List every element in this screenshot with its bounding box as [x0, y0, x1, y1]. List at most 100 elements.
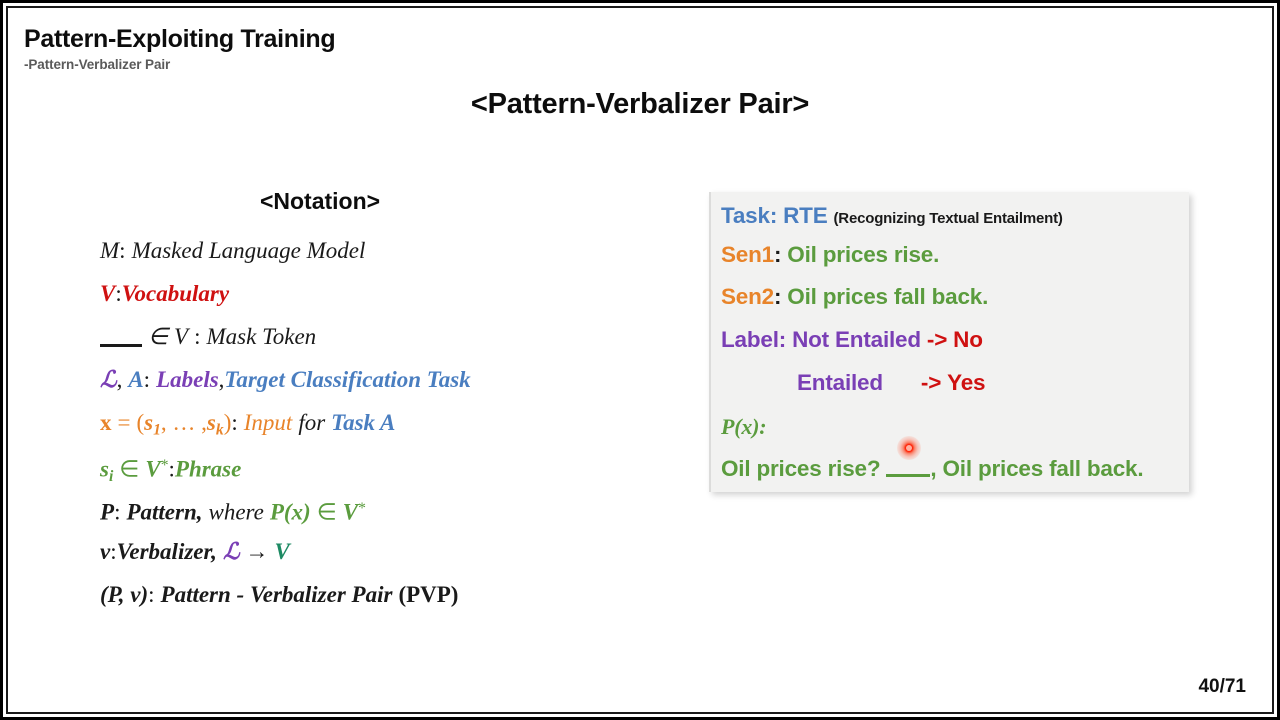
page-number: 40/71: [1198, 676, 1246, 697]
token-colon: :: [143, 367, 151, 392]
token-colon: :: [119, 238, 126, 263]
laser-pointer-core: [906, 445, 912, 451]
label-yes: Yes: [947, 370, 986, 395]
example-sen2-line: Sen2:Oil prices fall back.: [721, 284, 988, 310]
token-P: P: [100, 499, 115, 525]
token-in: ∈: [148, 324, 169, 349]
sen1-colon: :: [773, 242, 782, 267]
notation-heading: <Notation>: [259, 188, 381, 214]
task-expansion: (Recognizing Textual Entailment): [833, 210, 1063, 227]
notation-line-phrase: si ∈V*:Phrase: [100, 444, 660, 487]
token-P-of-x: P(x): [269, 499, 311, 525]
rte-example-box: Task:RTE (Recognizing Textual Entailment)…: [709, 192, 1189, 492]
notation-line-labels-task: ℒ,A:Labels,Target Classification Task: [100, 358, 660, 401]
pattern-mask-blank: [886, 456, 931, 478]
token-s: s: [206, 410, 216, 435]
token-pvp-abbrev: (PVP): [398, 582, 459, 607]
token-colon: :: [148, 582, 155, 607]
notation-list: M:Masked Language Model V:Vocabulary ∈V:…: [100, 229, 660, 616]
token-L: ℒ: [100, 367, 117, 392]
sen2-label: Sen2: [721, 284, 774, 309]
token-s: s: [144, 410, 154, 435]
sen2-text: Oil prices fall back.: [787, 284, 989, 309]
token-L: ℒ: [222, 539, 240, 564]
token-V: V: [174, 324, 189, 349]
notation-line-verbalizer: v:Verbalizer,ℒ→V: [100, 530, 660, 573]
token-s: s: [100, 456, 109, 482]
label-prefix: Label:: [721, 327, 787, 352]
token-in: ∈: [119, 456, 140, 482]
label-not-entailed: Not Entailed: [792, 327, 921, 352]
sen2-colon: :: [773, 284, 782, 309]
header-subtitle: -Pattern-Verbalizer Pair: [24, 57, 171, 72]
token-star: *: [160, 457, 169, 474]
token-V-red: V: [100, 281, 116, 306]
example-sen1-line: Sen1:Oil prices rise.: [721, 242, 939, 268]
notation-line-mask-token: ∈V:Mask Token: [100, 315, 660, 358]
token-M: M: [100, 238, 120, 263]
laser-pointer-dot: [897, 436, 921, 460]
label-no: No: [953, 327, 983, 352]
token-colon: :: [231, 410, 238, 435]
token-pvp-lhs: (P, v): [100, 582, 149, 607]
notation-line-pvp: (P, v):Pattern - Verbalizer Pair(PVP): [100, 573, 660, 616]
token-labels: Labels: [156, 367, 219, 392]
token-x: x: [100, 410, 112, 435]
example-task-line: Task:RTE (Recognizing Textual Entailment): [721, 203, 1063, 229]
token-A: A: [128, 367, 144, 392]
token-sub-k: k: [215, 421, 224, 439]
token-colon: :: [194, 324, 201, 349]
task-name: RTE: [783, 203, 828, 228]
sen1-text: Oil prices rise.: [787, 242, 940, 267]
example-pattern-line: Oil prices rise? , Oil prices fall back.: [721, 456, 1144, 482]
token-pattern: Pattern,: [126, 499, 203, 525]
token-where: where: [208, 499, 264, 525]
token-input: Input: [243, 410, 293, 435]
token-V-green: V: [274, 539, 290, 564]
label-arrow-yes: ->: [920, 370, 942, 395]
token-for: for: [298, 410, 326, 435]
label-arrow-no: ->: [926, 327, 948, 352]
token-mask-token: Mask Token: [206, 324, 317, 349]
token-V: V: [145, 456, 161, 482]
token-sub-i: i: [108, 467, 114, 485]
token-masked-language-model: Masked Language Model: [131, 238, 366, 263]
task-label: Task:: [721, 203, 778, 228]
px-label: P(x):: [721, 414, 767, 439]
token-colon: :: [168, 456, 175, 482]
pattern-part1: Oil prices rise?: [721, 456, 881, 481]
token-equals: =: [117, 410, 131, 435]
token-pattern-verbalizer-pair: Pattern - Verbalizer Pair: [160, 582, 393, 607]
pattern-part2: , Oil prices fall back.: [930, 456, 1144, 481]
notation-line-vocabulary: V:Vocabulary: [100, 272, 660, 315]
token-phrase: Phrase: [174, 456, 242, 482]
label-entailed: Entailed: [797, 370, 883, 395]
token-sub-1: 1: [153, 421, 161, 439]
token-v: v: [100, 539, 111, 564]
token-target-classification-task: Target Classification Task: [224, 367, 471, 392]
token-dots: , … ,: [160, 410, 207, 435]
token-in: ∈: [316, 499, 337, 525]
sen1-label: Sen1: [721, 242, 774, 267]
token-star: *: [358, 500, 366, 517]
token-verbalizer: Verbalizer,: [116, 539, 217, 564]
token-colon: :: [115, 281, 122, 306]
token-task-a: Task A: [331, 410, 396, 435]
example-px-label: P(x):: [721, 414, 767, 440]
token-comma: ,: [218, 367, 225, 392]
token-V: V: [342, 499, 359, 525]
token-lparen: (: [136, 410, 145, 435]
header-title: Pattern-Exploiting Training: [24, 25, 336, 53]
token-arrow: →: [245, 539, 269, 564]
example-label-line-no: Label:Not Entailed->No: [721, 327, 983, 353]
token-rparen: ): [223, 410, 232, 435]
mask-token-blank: [100, 324, 142, 347]
notation-line-masked-language-model: M:Masked Language Model: [100, 229, 660, 272]
page-title: <Pattern-Verbalizer Pair>: [470, 88, 810, 120]
token-colon: :: [114, 499, 121, 525]
token-comma: ,: [116, 367, 123, 392]
token-vocabulary: Vocabulary: [121, 281, 230, 306]
